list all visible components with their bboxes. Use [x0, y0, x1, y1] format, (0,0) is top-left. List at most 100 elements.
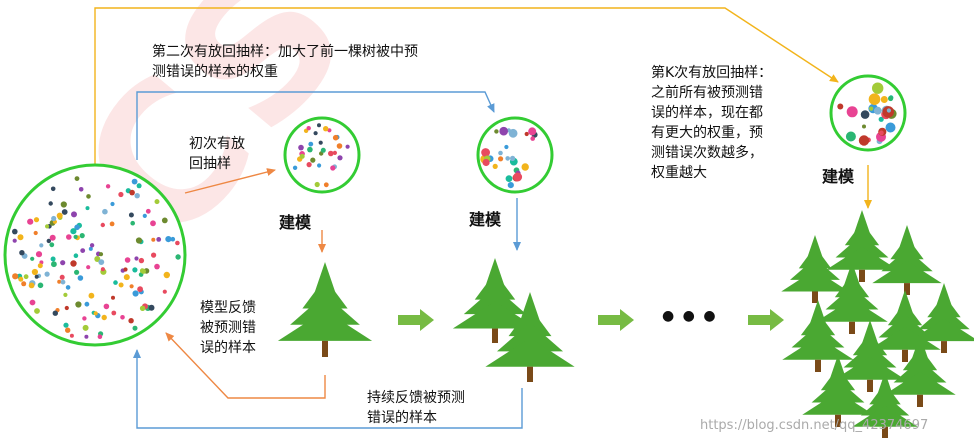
sample-dot — [82, 324, 89, 331]
sample-dot — [880, 96, 888, 103]
second-sampling-label: 第二次有放回抽样：加大了前一棵树被中预 测错误的样本的权重 — [152, 44, 418, 80]
sample-dot — [292, 165, 298, 170]
sample-dot — [101, 314, 107, 321]
conifer-tree — [782, 300, 854, 372]
sample-dot — [64, 305, 69, 311]
sample-dot — [30, 256, 35, 261]
sample-dot — [320, 147, 326, 153]
full-sample-circle — [3, 163, 187, 347]
sample-dot — [44, 271, 50, 277]
sample-dot — [89, 243, 95, 248]
sample-dot — [69, 333, 74, 338]
orange-arrows — [165, 168, 326, 399]
sample-dot — [12, 238, 17, 243]
conifer-tree — [826, 210, 898, 282]
sample-dot — [139, 305, 146, 311]
arrow-right — [598, 309, 634, 331]
second-sample-circle — [476, 116, 554, 194]
sample-dot — [154, 199, 160, 205]
sample-dot — [505, 175, 513, 183]
sample-dot — [73, 234, 78, 239]
sample-dot — [498, 156, 504, 162]
sample-dot — [31, 268, 38, 276]
sample-dot — [879, 130, 884, 136]
sample-dot — [49, 234, 56, 241]
sample-dot — [74, 176, 80, 182]
sample-dot — [86, 194, 91, 199]
conifer-tree — [816, 262, 888, 334]
sample-dot — [513, 172, 523, 182]
sample-dot — [145, 208, 151, 214]
progress-arrows — [398, 309, 784, 331]
ellipsis-dots: ● ● ● — [662, 308, 718, 324]
sample-dot — [100, 222, 106, 228]
sample-dot — [33, 217, 40, 223]
conifer-tree — [884, 335, 956, 407]
sample-dot — [862, 124, 866, 129]
sample-dot — [318, 140, 323, 145]
sample-dot — [74, 269, 80, 275]
sample-dot — [313, 131, 318, 136]
sample-dot — [66, 234, 72, 240]
sample-dot — [19, 250, 25, 256]
sample-dot — [498, 150, 503, 156]
model-label-2: 建模 — [469, 210, 502, 229]
sample-dot — [328, 150, 334, 157]
sample-dot — [77, 275, 84, 281]
sample-dot — [868, 93, 881, 105]
sample-dot — [118, 191, 124, 198]
sample-dot — [332, 150, 337, 155]
kth-sampling-label: 第K次有放回抽样： 之前所有被预测错 误的样本，现在都 有更大的权重，预 测错误… — [651, 65, 773, 181]
sample-dot — [139, 268, 145, 274]
sample-dot — [88, 292, 95, 299]
sample-dot — [530, 136, 535, 141]
arrow-right — [748, 309, 784, 331]
sample-dot — [79, 233, 85, 239]
sample-dot — [88, 246, 93, 251]
sample-dot — [34, 308, 40, 314]
sample-dot — [37, 263, 43, 269]
yellow-arrow-to-kth-sample — [94, 7, 872, 209]
sample-dot — [98, 252, 104, 257]
sample-dot — [323, 182, 329, 188]
kth-sample-circle — [829, 74, 907, 152]
sample-dot — [45, 224, 50, 229]
conifer-tree — [485, 292, 575, 382]
sample-dot — [345, 144, 350, 149]
sample-dot — [84, 301, 90, 307]
sample-dot — [129, 284, 134, 289]
sample-dot — [61, 209, 68, 215]
sample-dot — [70, 260, 77, 267]
sample-dot — [131, 178, 138, 185]
sample-dot — [51, 215, 57, 222]
sample-dot — [46, 238, 51, 244]
sample-dot — [118, 282, 124, 288]
sample-dot — [129, 189, 135, 196]
sample-dot — [323, 126, 329, 132]
model-label-1: 建模 — [279, 213, 312, 232]
sample-dot — [82, 316, 87, 321]
sample-dot — [845, 131, 856, 142]
sample-dot — [151, 252, 157, 258]
sample-dot — [111, 295, 115, 300]
sample-dot — [123, 274, 130, 281]
conifer-tree — [277, 262, 373, 357]
sample-dot — [298, 144, 304, 151]
sample-dot — [71, 211, 77, 218]
sample-dot — [314, 181, 320, 188]
sample-dot — [492, 163, 498, 169]
sample-dot — [57, 279, 62, 284]
sample-dot — [846, 106, 858, 118]
tree-group — [277, 210, 974, 438]
sample-dot — [170, 236, 176, 242]
sample-dot — [37, 282, 44, 289]
sample-dot — [336, 143, 343, 149]
sample-dot — [39, 243, 44, 248]
sample-dot — [154, 263, 160, 270]
sample-dot — [103, 303, 110, 310]
sample-dot — [28, 282, 35, 289]
sample-dot — [337, 155, 343, 161]
sample-dot — [109, 221, 115, 227]
sample-dot — [494, 129, 499, 134]
